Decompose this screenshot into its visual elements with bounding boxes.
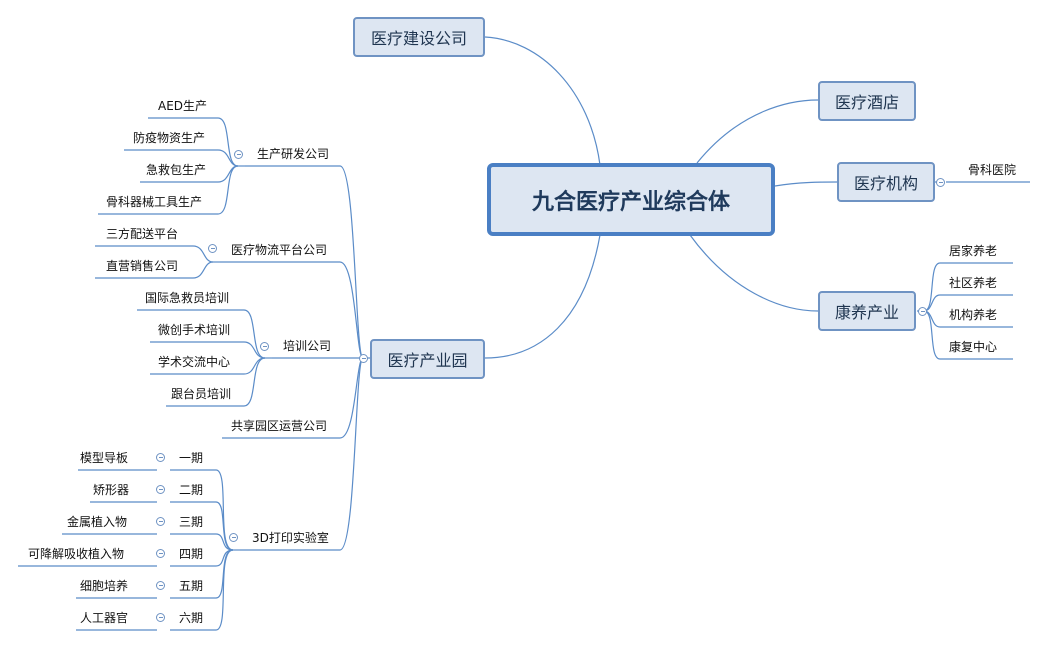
subtopic-first-aid-kit[interactable]: 急救包生产 — [146, 163, 207, 177]
subtopic-third-party-delivery[interactable]: 三方配送平台 — [106, 227, 179, 241]
subtopic-rehab-center[interactable]: 康复中心 — [949, 340, 998, 354]
topic-medical-construction[interactable]: 医疗建设公司 — [353, 17, 485, 57]
subtopic-shared-park-ops[interactable]: 共享园区运营公司 — [231, 419, 328, 433]
subtopic-rd-company[interactable]: 生产研发公司 — [257, 147, 330, 161]
subtopic-phase-4[interactable]: 四期 — [179, 547, 204, 561]
subtopic-academic-exchange[interactable]: 学术交流中心 — [158, 355, 231, 369]
subtopic-artificial-organ[interactable]: 人工器官 — [80, 611, 129, 625]
subtopic-surgical-assistant-training[interactable]: 跟台员培训 — [171, 387, 232, 401]
subtopic-aed-production[interactable]: AED生产 — [158, 99, 208, 113]
subtopic-degradable-implant[interactable]: 可降解吸收植入物 — [28, 547, 125, 561]
subtopic-metal-implant[interactable]: 金属植入物 — [67, 515, 128, 529]
subtopic-institutional-care[interactable]: 机构养老 — [949, 308, 998, 322]
collapse-toggle-phase-1[interactable] — [156, 453, 165, 462]
subtopic-model-guide[interactable]: 模型导板 — [80, 451, 129, 465]
collapse-toggle-phase-2[interactable] — [156, 485, 165, 494]
subtopic-phase-5[interactable]: 五期 — [179, 579, 204, 593]
topic-wellness-industry[interactable]: 康养产业 — [818, 291, 916, 331]
topic-medical-institution[interactable]: 医疗机构 — [837, 162, 935, 202]
subtopic-3d-printing-lab[interactable]: 3D打印实验室 — [252, 531, 329, 545]
subtopic-home-care[interactable]: 居家养老 — [949, 244, 998, 258]
collapse-toggle-rd[interactable] — [234, 150, 243, 159]
collapse-toggle-phase-5[interactable] — [156, 581, 165, 590]
collapse-toggle-institution[interactable] — [936, 178, 945, 187]
subtopic-orthopedic-tools[interactable]: 骨科器械工具生产 — [106, 195, 203, 209]
subtopic-direct-sales[interactable]: 直营销售公司 — [106, 259, 179, 273]
subtopic-community-care[interactable]: 社区养老 — [949, 276, 998, 290]
subtopic-training-company[interactable]: 培训公司 — [283, 339, 332, 353]
collapse-toggle-phase-6[interactable] — [156, 613, 165, 622]
collapse-toggle-logistics[interactable] — [208, 244, 217, 253]
collapse-toggle-phase-4[interactable] — [156, 549, 165, 558]
subtopic-phase-6[interactable]: 六期 — [179, 611, 204, 625]
collapse-toggle-training[interactable] — [260, 342, 269, 351]
topic-medical-hotel[interactable]: 医疗酒店 — [818, 81, 916, 121]
subtopic-phase-3[interactable]: 三期 — [179, 515, 204, 529]
connector-construction — [484, 36, 601, 166]
subtopic-epidemic-supplies[interactable]: 防疫物资生产 — [133, 131, 206, 145]
subtopic-minimally-invasive-training[interactable]: 微创手术培训 — [158, 323, 231, 337]
collapse-toggle-wellness[interactable] — [918, 307, 927, 316]
subtopic-intl-first-aid-training[interactable]: 国际急救员培训 — [145, 291, 230, 305]
root-topic[interactable]: 九合医疗产业综合体 — [487, 163, 775, 236]
collapse-toggle-lab[interactable] — [229, 533, 238, 542]
collapse-toggle-park[interactable] — [359, 354, 368, 363]
subtopic-logistics-company[interactable]: 医疗物流平台公司 — [231, 243, 328, 257]
subtopic-orthosis[interactable]: 矫形器 — [93, 483, 130, 497]
subtopic-orthopedic-hospital[interactable]: 骨科医院 — [968, 163, 1017, 177]
collapse-toggle-phase-3[interactable] — [156, 517, 165, 526]
topic-medical-industrial-park[interactable]: 医疗产业园 — [370, 339, 485, 379]
subtopic-phase-1[interactable]: 一期 — [179, 451, 204, 465]
subtopic-phase-2[interactable]: 二期 — [179, 483, 204, 497]
subtopic-cell-culture[interactable]: 细胞培养 — [80, 579, 129, 593]
